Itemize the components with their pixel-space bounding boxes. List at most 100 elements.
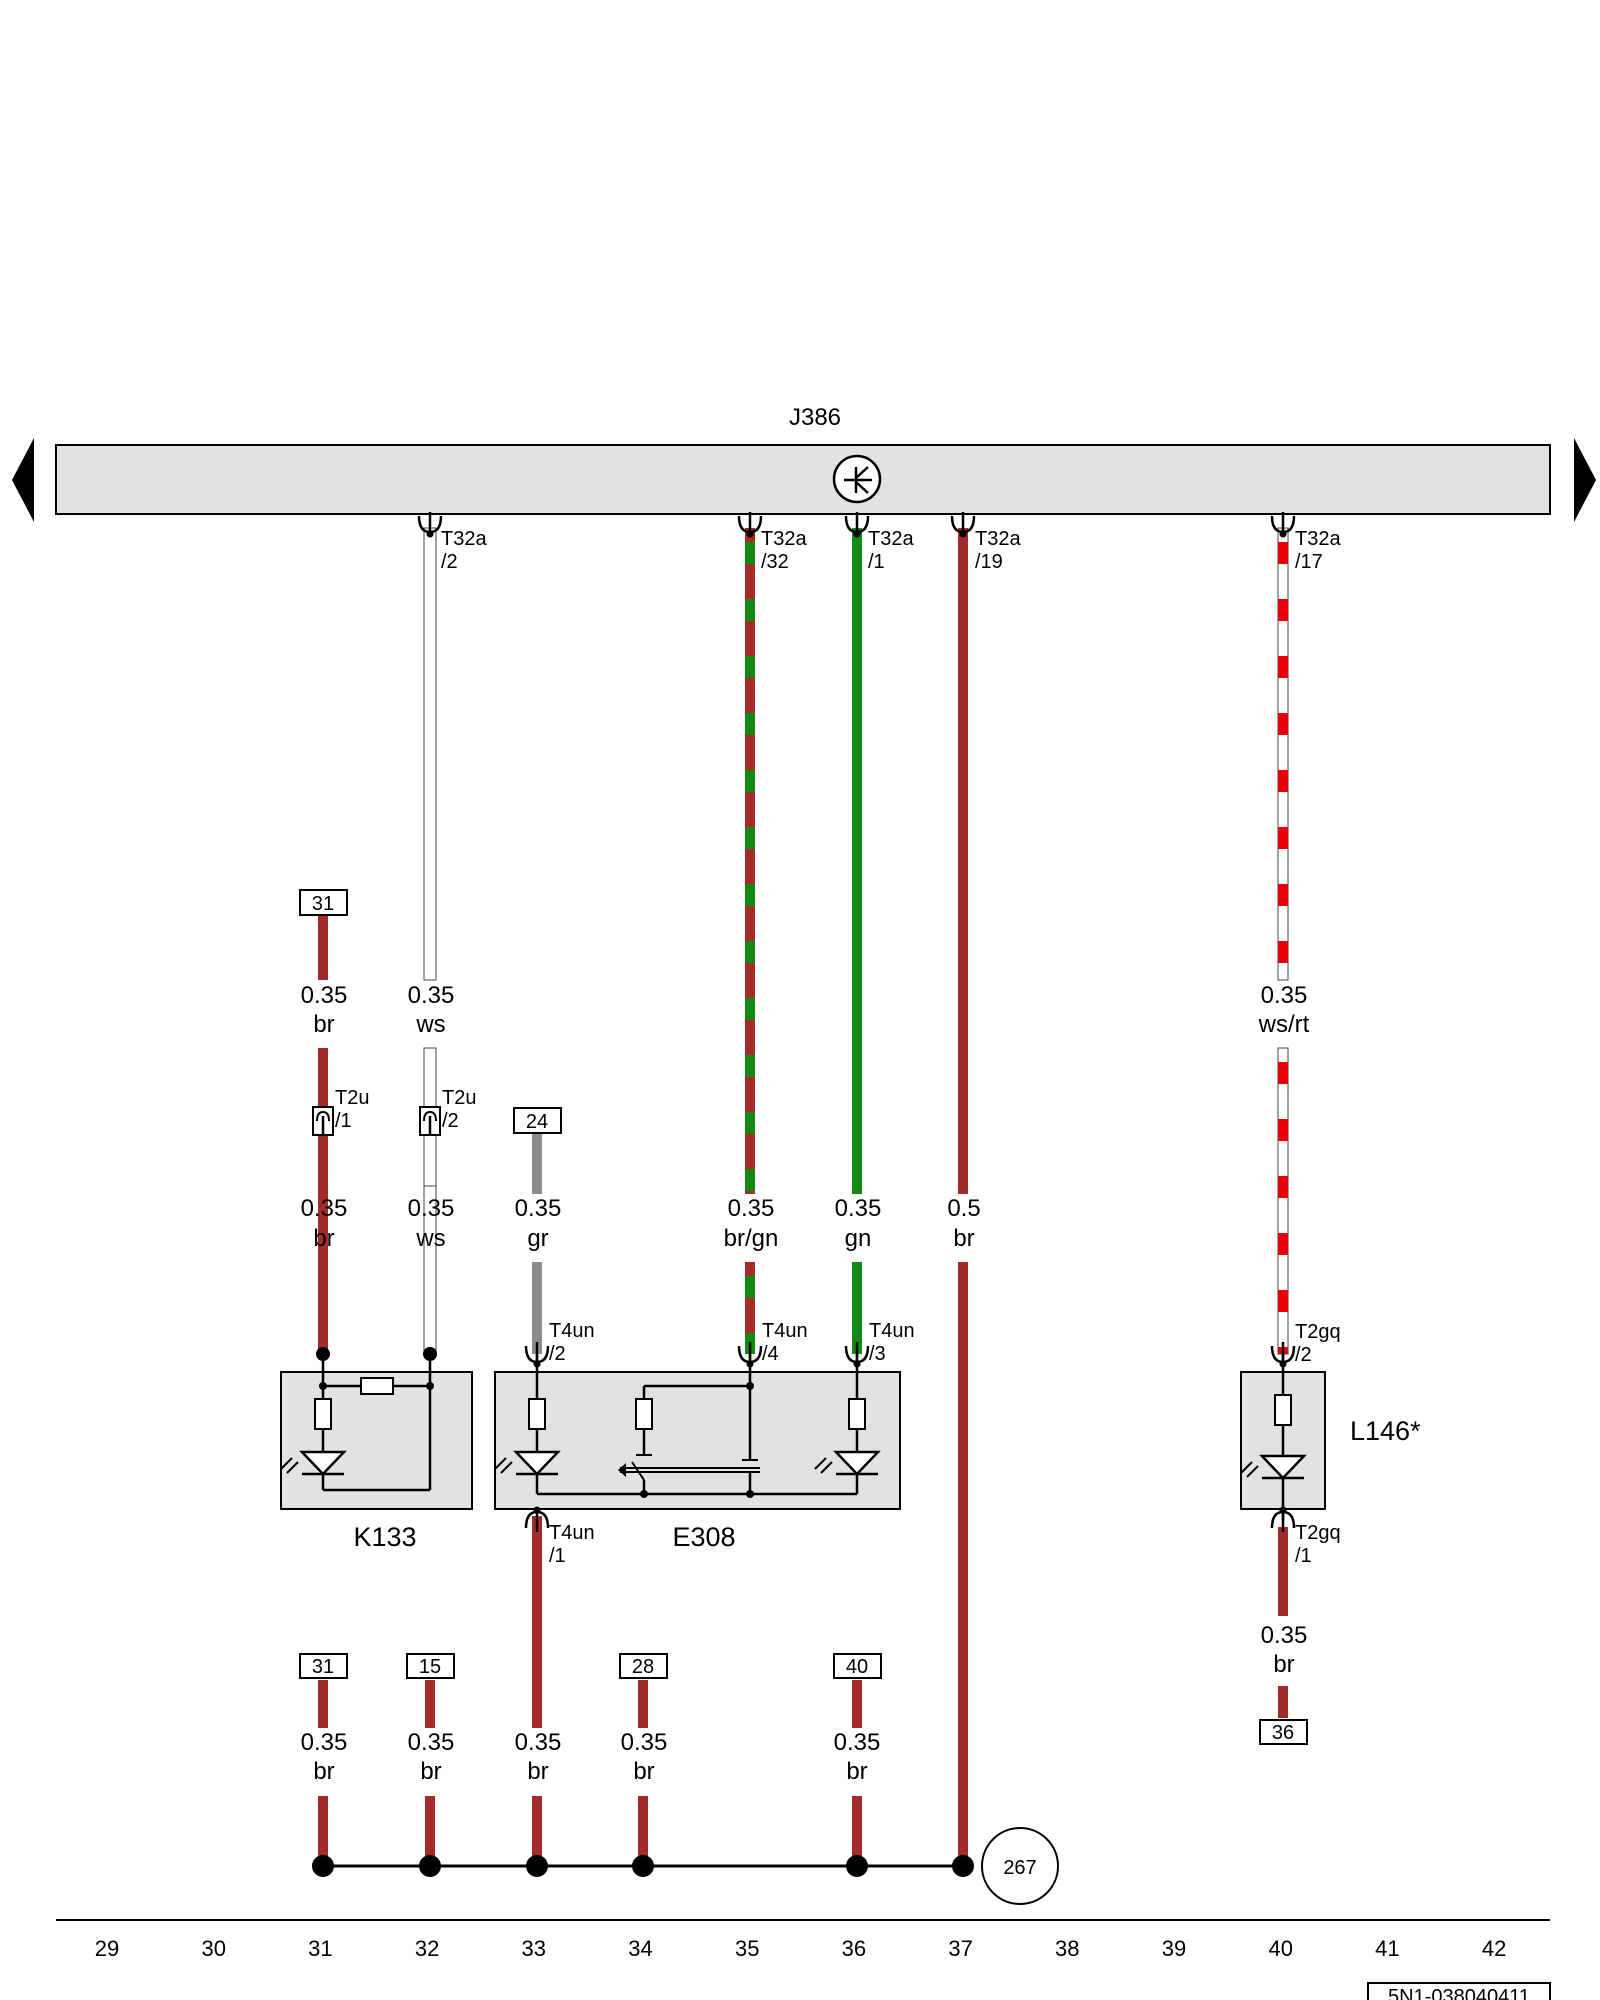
- connector-pin-icon: [737, 512, 763, 538]
- e308-label: E308: [672, 1522, 735, 1552]
- track-number: 29: [95, 1936, 119, 1961]
- reference-box-24[interactable]: 24: [513, 1107, 562, 1134]
- document-code-box: [1367, 1982, 1551, 2000]
- k133-label: K133: [353, 1522, 416, 1552]
- connector-t2gq-2[interactable]: T2gq/2: [1295, 1321, 1341, 1366]
- component-e308[interactable]: [494, 1354, 901, 1510]
- ground-junction-dot: [952, 1855, 974, 1877]
- track-number: 34: [628, 1936, 652, 1961]
- wire-32-upper[interactable]: [423, 527, 437, 981]
- connector-pin-icon: [950, 512, 976, 538]
- wire-36-mid[interactable]: [852, 1262, 862, 1354]
- track-number: 31: [308, 1936, 332, 1961]
- wire-33-mid[interactable]: [532, 1262, 542, 1354]
- connector-pin-icon: [737, 1342, 763, 1368]
- reference-boxes: 31 24 31 15 28 40 36: [299, 889, 1308, 1745]
- inline-connector-icon: [419, 1106, 441, 1136]
- reference-box-36[interactable]: 36: [1259, 1719, 1308, 1745]
- previous-page-arrow[interactable]: [12, 438, 34, 522]
- track-number: 36: [842, 1936, 866, 1961]
- connector-t32a-2[interactable]: T32a/2: [441, 528, 487, 573]
- document-code: 5N1-038040411: [1388, 1986, 1530, 2000]
- connector-t2u-1[interactable]: T2u/1: [335, 1087, 369, 1132]
- wire-37-upper[interactable]: [958, 528, 968, 1194]
- wire-31-upper[interactable]: [318, 916, 328, 980]
- connector-t32a-17[interactable]: T32a/17: [1295, 528, 1341, 573]
- connector-pin-icon: [1270, 1342, 1296, 1368]
- wire-31-mid[interactable]: [318, 1186, 328, 1354]
- electronic-symbol-icon: [832, 454, 882, 504]
- track-number: 38: [1055, 1936, 1079, 1961]
- wire-40-mid[interactable]: [1277, 1047, 1289, 1355]
- reference-box-28[interactable]: 28: [619, 1653, 668, 1679]
- l146-label: L146*: [1350, 1416, 1421, 1446]
- connector-t4un-3[interactable]: T4un/3: [869, 1320, 915, 1365]
- wire-34-low-top[interactable]: [638, 1680, 648, 1728]
- wire-35-upper[interactable]: [745, 528, 755, 1194]
- wire-35-mid[interactable]: [745, 1262, 755, 1354]
- svg-text:40: 40: [846, 1656, 868, 1678]
- ground-junction-dot: [632, 1855, 654, 1877]
- track-number: 37: [948, 1936, 972, 1961]
- connector-t32a-19[interactable]: T32a/19: [975, 528, 1021, 573]
- ground-junction-dot: [846, 1855, 868, 1877]
- ground-junction-dot: [312, 1855, 334, 1877]
- connector-t2u-2[interactable]: T2u/2: [442, 1087, 476, 1132]
- connector-t4un-4[interactable]: T4un/4: [762, 1320, 808, 1365]
- wire-40-lower-end[interactable]: [1278, 1686, 1288, 1718]
- wire-32-low-top[interactable]: [425, 1680, 435, 1728]
- track-number: 41: [1375, 1936, 1399, 1961]
- reference-box-40[interactable]: 40: [833, 1653, 882, 1679]
- wire-33-low-top[interactable]: [532, 1516, 542, 1728]
- wire-31-low[interactable]: [318, 1796, 328, 1866]
- reference-box-15[interactable]: 15: [406, 1653, 455, 1679]
- track-number: 33: [522, 1936, 546, 1961]
- control-unit-j386: [55, 444, 1551, 515]
- track-number: 39: [1162, 1936, 1186, 1961]
- wire-34-low[interactable]: [638, 1796, 648, 1866]
- junction-dots-layer: [312, 1347, 974, 1877]
- connector-t32a-32[interactable]: T32a/32: [761, 528, 807, 573]
- connector-pin-icon: [524, 1506, 550, 1532]
- connector-t32a-1[interactable]: T32a/1: [868, 528, 914, 573]
- wire-31-low-top[interactable]: [318, 1680, 328, 1728]
- wire-33-mid-top[interactable]: [532, 1134, 542, 1194]
- ground-point-circle[interactable]: [981, 1827, 1059, 1905]
- wire-40-lower[interactable]: [1278, 1527, 1288, 1616]
- wire-36-low[interactable]: [852, 1796, 862, 1866]
- track-number: 30: [201, 1936, 225, 1961]
- reference-box-31-bottom[interactable]: 31: [299, 1653, 348, 1679]
- wire-32-low[interactable]: [425, 1796, 435, 1866]
- connector-pin-icon: [844, 1342, 870, 1368]
- track-number: 35: [735, 1936, 759, 1961]
- wires-layer: [318, 527, 1289, 1866]
- svg-text:28: 28: [632, 1656, 654, 1678]
- wire-40-upper[interactable]: [1277, 527, 1289, 981]
- track-number: 42: [1482, 1936, 1506, 1961]
- connector-t2gq-1[interactable]: T2gq/1: [1295, 1522, 1341, 1567]
- wire-33-low[interactable]: [532, 1796, 542, 1866]
- next-page-arrow[interactable]: [1574, 438, 1596, 522]
- connector-pin-icon: [417, 512, 443, 538]
- wire-36-low-top[interactable]: [852, 1680, 862, 1728]
- connector-labels: T32a/2 T32a/32 T32a/1 T32a/19 T32a/17 T2…: [335, 528, 1341, 1567]
- connector-pin-icon: [524, 1342, 550, 1368]
- component-l146[interactable]: [1240, 1354, 1326, 1520]
- component-k133[interactable]: [280, 1354, 473, 1510]
- wire-36-upper[interactable]: [852, 528, 862, 1194]
- connector-t4un-2[interactable]: T4un/2: [549, 1320, 595, 1365]
- svg-text:31: 31: [312, 1656, 334, 1678]
- wire-37-lower[interactable]: [958, 1262, 968, 1866]
- connector-t4un-1[interactable]: T4un/1: [549, 1522, 595, 1567]
- connector-pin-icon: [1270, 512, 1296, 538]
- reference-box-31-top[interactable]: 31: [299, 889, 348, 916]
